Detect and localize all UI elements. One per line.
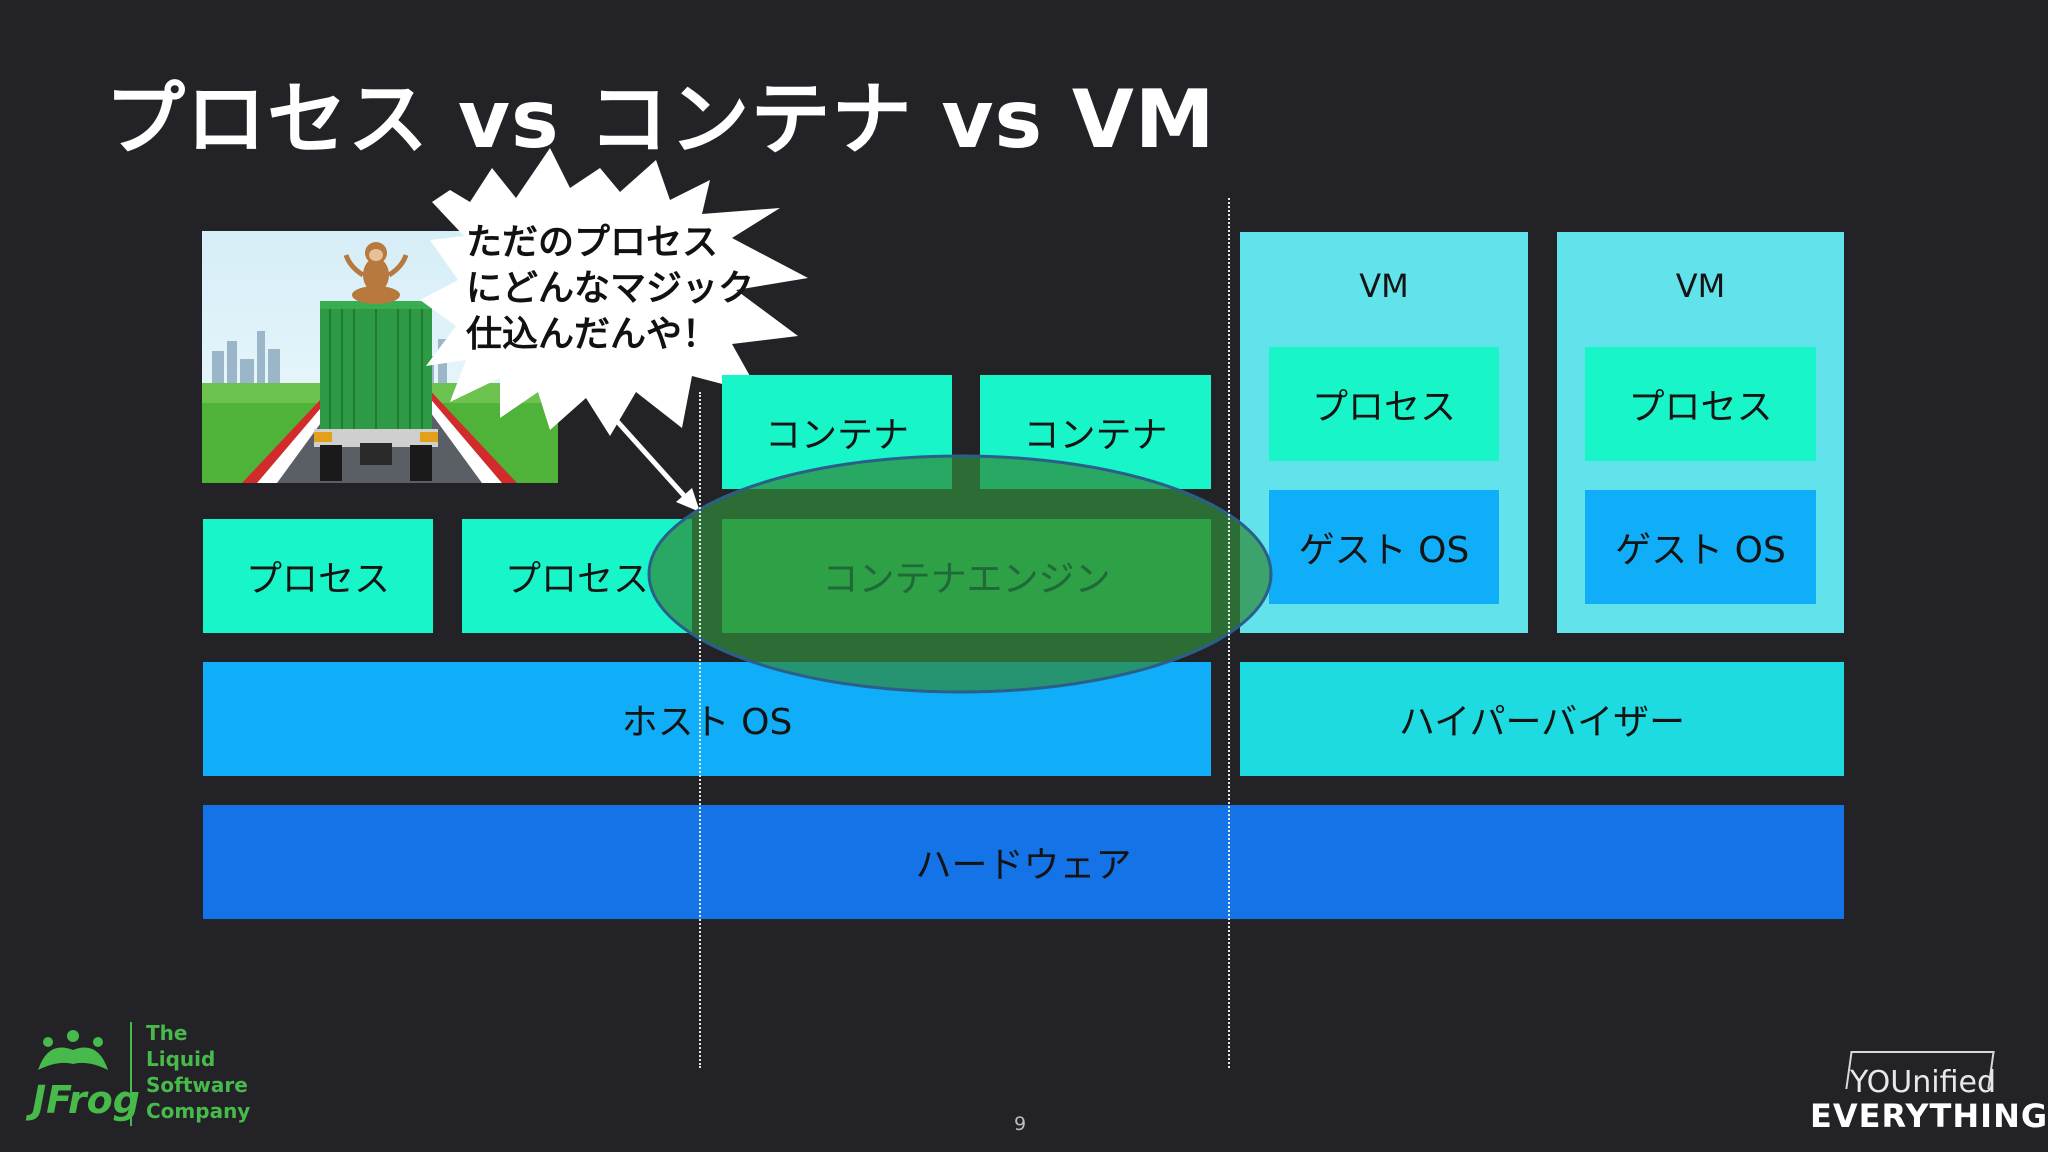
container-box-1-label: コンテナ	[764, 415, 909, 456]
hardware-label: ハードウェア	[915, 845, 1132, 886]
vm-2-guest-os-box: ゲスト OS	[1585, 490, 1816, 604]
process-box-1-label: プロセス	[245, 559, 390, 600]
process-box-1: プロセス	[203, 519, 433, 633]
brand-line-1: YOUnified	[1850, 1065, 1997, 1100]
separator-line-right	[1228, 198, 1230, 1068]
separator-line-left	[699, 392, 701, 1068]
hypervisor-box: ハイパーバイザー	[1240, 662, 1844, 776]
speech-bubble-shape	[420, 148, 808, 436]
speech-bubble: ただのプロセス にどんなマジック 仕込んだんや！	[420, 140, 820, 440]
container-engine-box: コンテナエンジン	[722, 519, 1211, 633]
vm-frame-1: VM プロセス ゲスト OS	[1240, 232, 1528, 633]
jfrog-splash-icon	[38, 1030, 108, 1070]
vm-2-process-label: プロセス	[1628, 387, 1773, 428]
callout-line-2: にどんなマジック	[466, 268, 755, 309]
tagline-line-2: Liquid	[146, 1047, 216, 1071]
slide-title: プロセス vs コンテナ vs VM	[105, 73, 1216, 166]
host-os-box: ホスト OS	[203, 662, 1211, 776]
tagline-line-4: Company	[146, 1099, 251, 1123]
vm-1-process-label: プロセス	[1311, 387, 1456, 428]
hardware-box: ハードウェア	[203, 805, 1844, 919]
jfrog-logo: JFrog The Liquid Software Company	[26, 1020, 250, 1130]
tagline-line-1: The	[146, 1021, 188, 1045]
vm-2-guest-os-label: ゲスト OS	[1615, 530, 1786, 571]
container-box-2: コンテナ	[980, 375, 1211, 489]
tagline-line-3: Software	[146, 1073, 248, 1097]
vm-1-label: VM	[1359, 267, 1409, 305]
vm-1-process-box: プロセス	[1269, 347, 1499, 461]
vm-1-guest-os-box: ゲスト OS	[1269, 490, 1499, 604]
host-os-label: ホスト OS	[621, 702, 793, 743]
container-engine-label: コンテナエンジン	[822, 559, 1111, 600]
tagline: The Liquid Software Company	[146, 1020, 250, 1124]
brand-mark: YOUnified EVERYTHING	[1810, 1045, 2047, 1135]
container-box-2-label: コンテナ	[1023, 415, 1168, 456]
vm-frame-2: VM プロセス ゲスト OS	[1557, 232, 1844, 633]
process-box-2-label: プロセス	[504, 559, 649, 600]
process-box-2: プロセス	[462, 519, 692, 633]
brand-line-2: EVERYTHING	[1810, 1097, 2048, 1135]
jfrog-logo-word: JFrog	[32, 1078, 140, 1122]
hypervisor-label: ハイパーバイザー	[1398, 702, 1686, 743]
page-number: 9	[1014, 1113, 1027, 1135]
callout-line-3: 仕込んだんや！	[466, 314, 719, 355]
vm-2-process-box: プロセス	[1585, 347, 1816, 461]
logo-divider	[130, 1022, 132, 1126]
container-box-1: コンテナ	[722, 375, 952, 489]
callout-line-1: ただのプロセス	[466, 222, 719, 263]
vm-1-guest-os-label: ゲスト OS	[1298, 530, 1470, 571]
vm-2-label: VM	[1675, 267, 1726, 305]
